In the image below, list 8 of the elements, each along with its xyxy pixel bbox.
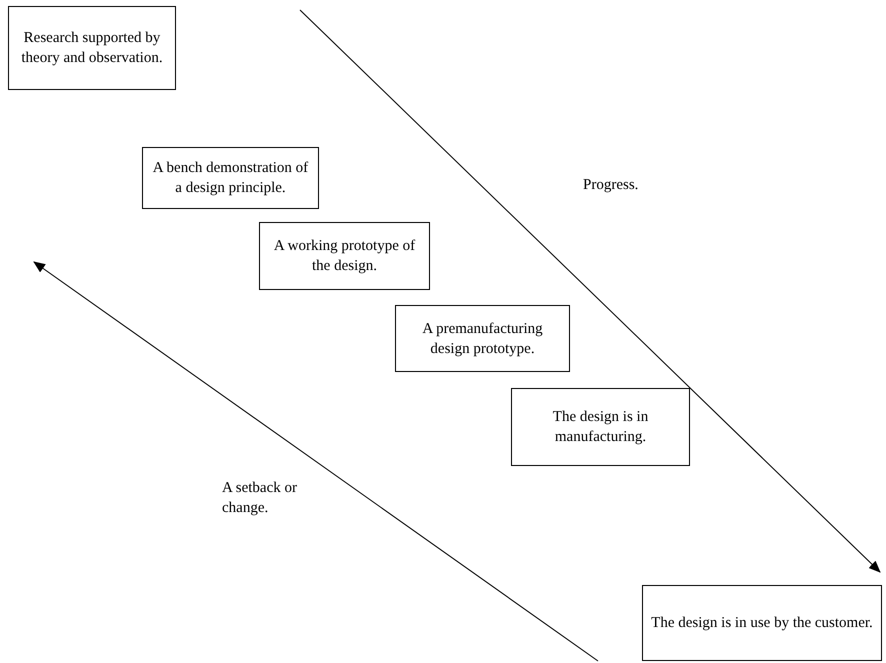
stage-box: A premanufacturing design prototype. xyxy=(395,305,570,372)
arrow-label: Progress. xyxy=(583,176,640,195)
stage-box: Research supported by theory and observation. xyxy=(8,6,176,90)
stage-box: A working prototype of the design. xyxy=(259,222,430,290)
arrow-label: A setback or change. xyxy=(222,479,298,518)
stage-box: The design is in manufacturing. xyxy=(511,388,690,466)
stage-box: The design is in use by the customer. xyxy=(642,585,882,661)
stage-box: A bench demonstration of a design principle. xyxy=(142,147,319,209)
